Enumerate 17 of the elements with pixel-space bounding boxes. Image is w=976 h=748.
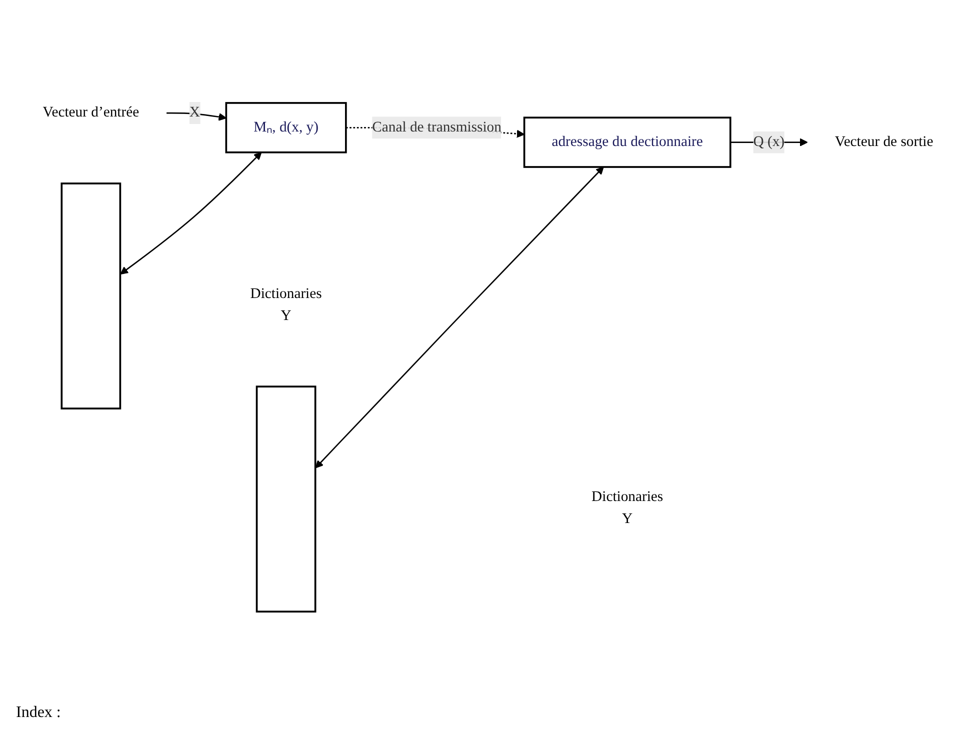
node-box [256,386,316,613]
edge-label: Q (x) [753,134,785,150]
node-label: Dictionaries [592,489,664,505]
node-text: Vecteur d’entrée [42,104,140,120]
node-box [60,182,122,410]
edge-label: X [189,104,200,120]
arrow [166,112,227,121]
node-label: Y [622,511,633,527]
node-box: adressage du dectionnaire [523,116,732,168]
node-text: Vecteur de sortie [834,134,934,150]
node-box: Mₙ, d(x, y) [225,102,347,154]
node-label: Y [280,308,292,324]
note-label: Index : [16,704,62,722]
node-label: Dictionaries [250,286,322,302]
edge-label: Canal de transmission [372,119,502,136]
arrow [120,152,262,274]
arrow [315,166,604,468]
